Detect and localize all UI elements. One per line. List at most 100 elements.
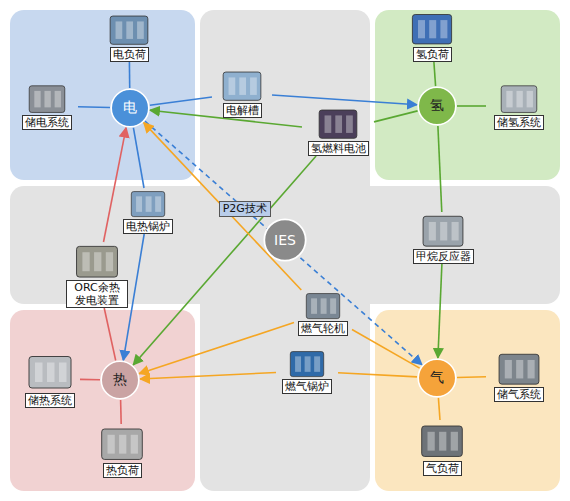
device-label: 氢负荷 xyxy=(413,47,452,62)
device-body xyxy=(423,216,463,246)
circle-fill xyxy=(111,89,149,127)
device-detail xyxy=(146,196,152,212)
device-body xyxy=(319,110,357,138)
device-label: 储热系统 xyxy=(25,393,75,408)
device-detail xyxy=(35,363,43,383)
flow-connector xyxy=(140,373,276,380)
device-detail xyxy=(516,91,522,108)
flow-connector xyxy=(457,105,486,107)
device-detail xyxy=(55,91,61,108)
device-icon xyxy=(486,82,552,115)
circle-label: 氢 xyxy=(430,97,444,115)
energy-circle: 电 xyxy=(110,88,150,128)
flow-connector xyxy=(104,308,116,361)
device-detail xyxy=(440,222,447,241)
device-detail xyxy=(137,21,144,39)
device-icon xyxy=(276,348,338,379)
edge-label: P2G技术 xyxy=(219,201,271,217)
power-quadrant xyxy=(10,10,195,180)
device-body xyxy=(422,426,463,456)
energy-circle: 热 xyxy=(100,360,140,400)
flow-connector xyxy=(438,398,440,420)
device-label: 气负荷 xyxy=(423,461,462,476)
device-detail xyxy=(34,91,40,108)
device-box: 储电系统 xyxy=(16,82,78,130)
flow-connector xyxy=(80,379,100,381)
circle-label: 气 xyxy=(430,369,444,387)
device-body xyxy=(306,294,339,319)
device-detail xyxy=(452,222,459,241)
device-box: 电热锅炉 xyxy=(118,188,178,234)
device-box: 燃气轮机 xyxy=(294,290,352,336)
device-detail xyxy=(335,115,342,133)
device-detail xyxy=(346,115,353,133)
flow-connector xyxy=(338,373,417,377)
device-detail xyxy=(106,252,113,271)
device-detail xyxy=(82,252,89,271)
device-detail xyxy=(451,432,458,451)
device-label: 燃气锅炉 xyxy=(282,379,332,394)
device-detail xyxy=(136,196,142,212)
flow-connector xyxy=(457,376,486,378)
device-box: 储氢系统 xyxy=(486,82,552,130)
device-box: 热负荷 xyxy=(93,424,151,478)
device-label: 燃气轮机 xyxy=(298,321,348,336)
device-detail xyxy=(44,91,50,108)
device-detail xyxy=(440,20,447,38)
device-detail xyxy=(94,252,101,271)
device-body xyxy=(29,86,65,113)
flow-connector xyxy=(144,123,302,290)
device-box: ORC余热 发电装置 xyxy=(66,242,128,308)
device-label: 储氢系统 xyxy=(494,115,544,130)
device-label: 热负荷 xyxy=(103,463,142,478)
device-box: 电解槽 xyxy=(212,68,272,118)
device-box: 氢燃料电池 xyxy=(302,106,374,156)
device-detail xyxy=(229,77,236,95)
device-detail xyxy=(126,21,133,39)
device-icon xyxy=(93,424,151,463)
flow-connector xyxy=(133,156,316,365)
device-body xyxy=(223,72,261,100)
device-body xyxy=(77,246,118,277)
device-detail xyxy=(528,360,535,379)
device-detail xyxy=(239,77,246,95)
device-detail xyxy=(295,356,301,372)
flow-connector xyxy=(139,323,294,374)
device-detail xyxy=(429,20,436,38)
device-detail xyxy=(527,91,533,108)
device-icon xyxy=(408,212,478,249)
device-detail xyxy=(59,363,67,383)
device-icon xyxy=(486,350,552,387)
flow-connector xyxy=(374,111,418,122)
device-icon xyxy=(302,106,374,141)
energy-circle: 氢 xyxy=(417,86,457,126)
circle-label: 电 xyxy=(123,99,137,117)
device-body xyxy=(499,354,539,384)
heat-quadrant xyxy=(10,310,195,491)
device-icon xyxy=(16,82,78,115)
device-detail xyxy=(314,356,320,372)
device-body xyxy=(110,16,148,44)
flow-connector xyxy=(272,95,417,105)
device-detail xyxy=(250,77,257,95)
device-box: 储热系统 xyxy=(20,350,80,408)
device-box: 气负荷 xyxy=(413,420,471,476)
device-detail xyxy=(506,91,512,108)
device-detail xyxy=(131,435,138,454)
device-body xyxy=(501,86,537,113)
device-detail xyxy=(429,222,436,241)
device-detail xyxy=(305,356,311,372)
device-label: 储电系统 xyxy=(22,115,72,130)
device-icon xyxy=(212,68,272,103)
flow-connector xyxy=(150,97,212,105)
device-body xyxy=(131,192,164,217)
device-icon xyxy=(404,10,460,47)
device-detail xyxy=(119,435,126,454)
energy-circle: 气 xyxy=(417,358,457,398)
device-box: 氢负荷 xyxy=(404,10,460,62)
device-label: 储气系统 xyxy=(494,387,544,402)
device-detail xyxy=(505,360,512,379)
circle-label: 热 xyxy=(113,371,127,389)
